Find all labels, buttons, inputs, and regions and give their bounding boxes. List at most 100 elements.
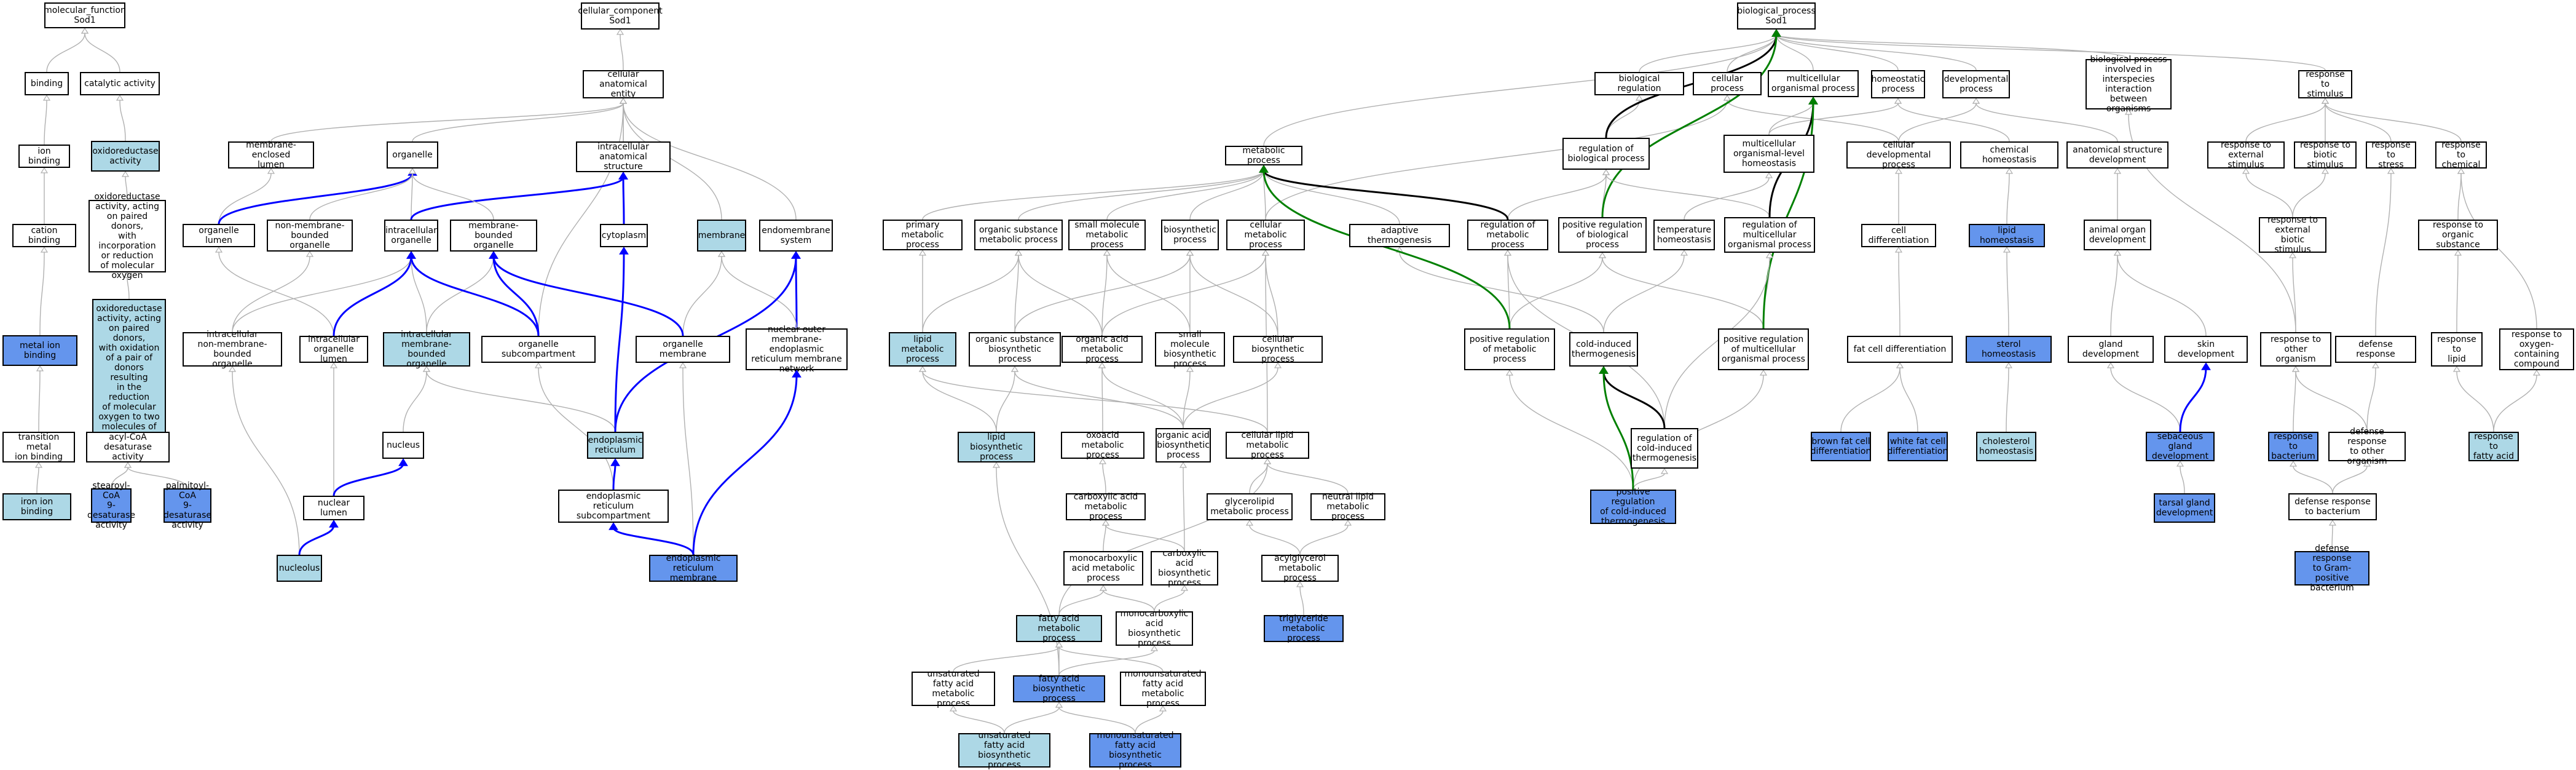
edge-is-a (2493, 375, 2537, 432)
edge-arrowhead (1505, 369, 1514, 376)
edge-is-a (36, 467, 39, 494)
node-monounsaturated-fatty-acid-biosynthetic-process: monounsaturated fatty acid biosynthetic … (1089, 731, 1181, 770)
edge-is-a (411, 256, 427, 333)
edge-is-a (1898, 103, 1977, 142)
edge-arrowhead (1159, 705, 1167, 712)
edge-is-a (922, 255, 1019, 333)
edge-is-a (2457, 173, 2462, 220)
edge-is-a (1509, 257, 1603, 329)
edge-is-a (2117, 255, 2207, 336)
edge-arrowhead (1101, 519, 1110, 526)
edge-is-a (1263, 170, 1400, 224)
edge-is-a (1776, 34, 2326, 71)
edge-part-of (333, 463, 404, 496)
edge-arrowhead (1296, 581, 1304, 587)
edge-arrowhead (1099, 584, 1108, 591)
edge-arrowhead (2201, 362, 2211, 370)
edge-arrowhead (1261, 249, 1270, 256)
edge-arrowhead (2106, 362, 2115, 368)
edge-is-a (218, 252, 334, 336)
edge-part-of (218, 173, 414, 224)
node-cytoplasm: cytoplasm (600, 224, 648, 247)
edge-arrowhead (2328, 519, 2337, 526)
node-transition-metal-ion-binding: transition metal ion binding (2, 432, 75, 462)
edge-is-a (1265, 255, 1278, 336)
edge-is-a (682, 256, 722, 336)
edge-is-a (2293, 466, 2333, 494)
edge-arrowhead (2176, 460, 2184, 467)
edge-is-a (46, 33, 85, 73)
edge-arrowhead (124, 461, 132, 468)
node-binding: binding (25, 72, 69, 95)
edge-is-a (125, 176, 128, 200)
edge-arrowhead (1055, 641, 1063, 648)
edge-arrowhead (305, 250, 314, 257)
node-cold-induced-thermogenesis: cold-induced thermogenesis (1569, 332, 1638, 367)
edge-part-of (492, 256, 684, 336)
edge-arrowhead (1055, 701, 1063, 708)
node-monocarboxylic-acid-metabolic-process: monocarboxylic acid metabolic process (1063, 551, 1143, 585)
edge-is-a (1776, 34, 1977, 71)
edge-arrowhead (2291, 365, 2300, 372)
node-positive-regulation-of-cold-induced-thermogenesis: positive regulation of cold-induced ther… (1590, 487, 1676, 526)
node-organic-acid-metabolic-process: organic acid metabolic process (1062, 335, 1143, 364)
edge-arrowhead (1098, 458, 1107, 464)
edge-is-a (426, 256, 494, 333)
edge-arrowhead (1259, 165, 1269, 173)
edge-is-a (1102, 463, 1106, 494)
node-defense-response-to-gram-positive-bacterium: defense response to Gram-positive bacter… (2294, 544, 2369, 593)
edge-is-a (996, 467, 1060, 676)
node-cellular-biosynthetic-process: cellular biosynthetic process (1233, 335, 1323, 364)
edge-is-a (2295, 371, 2368, 432)
node-positive-regulation-of-multicellular-organismal-process: positive regulation of multicellular org… (1718, 328, 1809, 370)
edge-arrowhead (2454, 249, 2462, 256)
edge-is-a (232, 371, 300, 555)
edge-arrowhead (1894, 167, 1903, 174)
edge-arrowhead (215, 246, 223, 253)
node-ion-binding: ion binding (18, 145, 70, 168)
edge-is-a (1633, 375, 1764, 490)
edge-arrowhead (489, 251, 498, 259)
edge-arrowhead (792, 370, 802, 378)
edge-arrowhead (1723, 94, 1731, 101)
node-response-to-external-stimulus: response to external stimulus (2207, 140, 2285, 170)
edge-arrowhead (1180, 584, 1189, 591)
edge-arrowhead (2004, 362, 2013, 368)
edge-part-of (622, 177, 625, 224)
edge-is-a (1183, 367, 1278, 429)
edge-arrowhead (1598, 252, 1607, 258)
edge-arrowhead (329, 362, 338, 368)
edge-is-a (403, 371, 427, 432)
edge-is-a (623, 103, 722, 220)
edge-arrowhead (81, 27, 89, 34)
edge-is-a (270, 103, 624, 142)
edge-part-of (692, 375, 798, 555)
node-cell-differentiation: cell differentiation (1861, 224, 1936, 247)
edge-is-a (1249, 463, 1268, 494)
edge-arrowhead (679, 362, 687, 368)
node-nuclear-lumen: nuclear lumen (303, 496, 364, 520)
node-cellular-developmental-process: cellular developmental process (1846, 140, 1951, 170)
edge-arrowhead (2242, 167, 2250, 174)
edge-is-a (2456, 255, 2459, 333)
node-intracellular-organelle: intracellular organelle (384, 220, 438, 252)
edge-arrowhead (1150, 645, 1159, 651)
edge-arrowhead (992, 461, 1001, 468)
edge-is-a (1014, 255, 1019, 333)
edge-is-a (1768, 103, 1899, 135)
edge-is-a (996, 371, 1015, 432)
node-gland-development: gland development (2068, 336, 2154, 363)
node-glycerolipid-metabolic-process: glycerolipid metabolic process (1207, 493, 1293, 520)
node-er-membrane: endoplasmic reticulum membrane (649, 554, 738, 583)
edge-arrowhead (616, 28, 624, 35)
edge-part-of (298, 525, 335, 555)
edge-is-a (1603, 255, 1685, 333)
edge-arrowhead (609, 522, 618, 530)
edge-is-a (2245, 173, 2293, 218)
edge-is-a (44, 100, 47, 145)
node-fatty-acid-biosynthetic-process: fatty acid biosynthetic process (1013, 674, 1105, 704)
edge-regulates (1262, 170, 1509, 220)
edge-is-a (1058, 707, 1136, 734)
node-er-subcompartment: endoplasmic reticulum subcompartment (558, 490, 669, 523)
edge-arrowhead (228, 365, 237, 372)
